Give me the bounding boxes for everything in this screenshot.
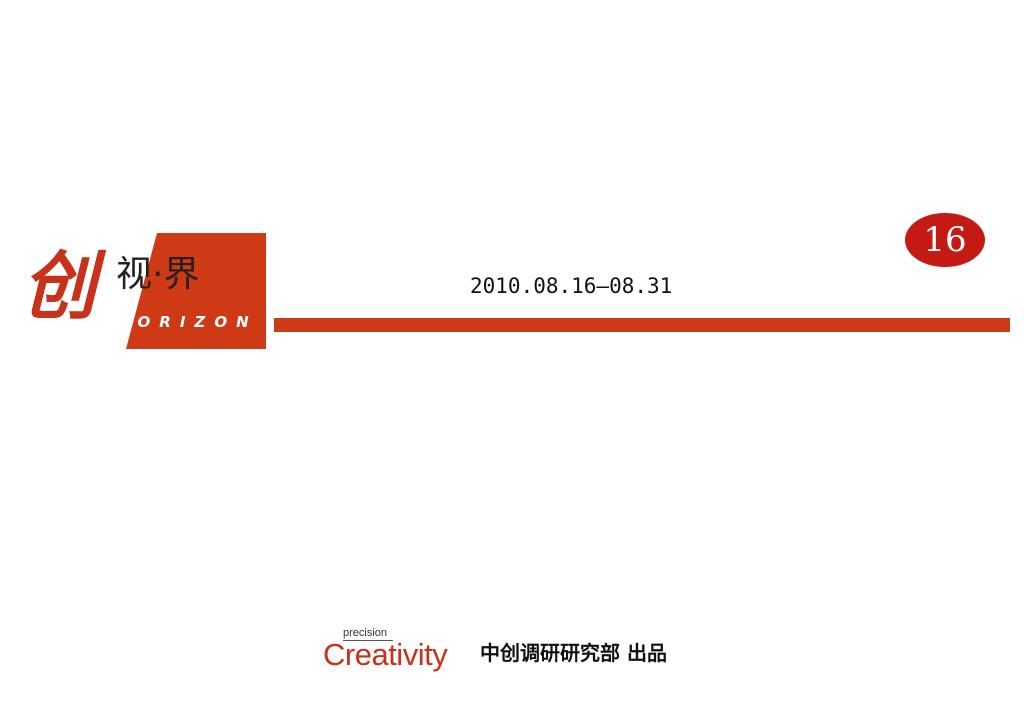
logo-secondary-text: 视·界 xyxy=(116,254,200,295)
logo-english-text: HORIZON xyxy=(116,313,258,331)
logo-main-character: 创 xyxy=(22,244,96,330)
issue-number-badge: 16 xyxy=(905,213,985,267)
brand-underline xyxy=(343,640,393,641)
publisher-credit: 中创调研研究部 出品 xyxy=(480,641,667,665)
logo-red-triangle xyxy=(126,233,266,349)
brand-large-text: Creativity xyxy=(323,637,448,672)
issue-date-range: 2010.08.16—08.31 xyxy=(470,274,673,298)
horizon-logo: 创 视·界 HORIZON xyxy=(20,233,266,349)
header-divider-bar xyxy=(274,318,1010,332)
creativity-brand-logo: precision Creativity xyxy=(323,627,463,677)
brand-small-text: precision xyxy=(343,627,388,639)
